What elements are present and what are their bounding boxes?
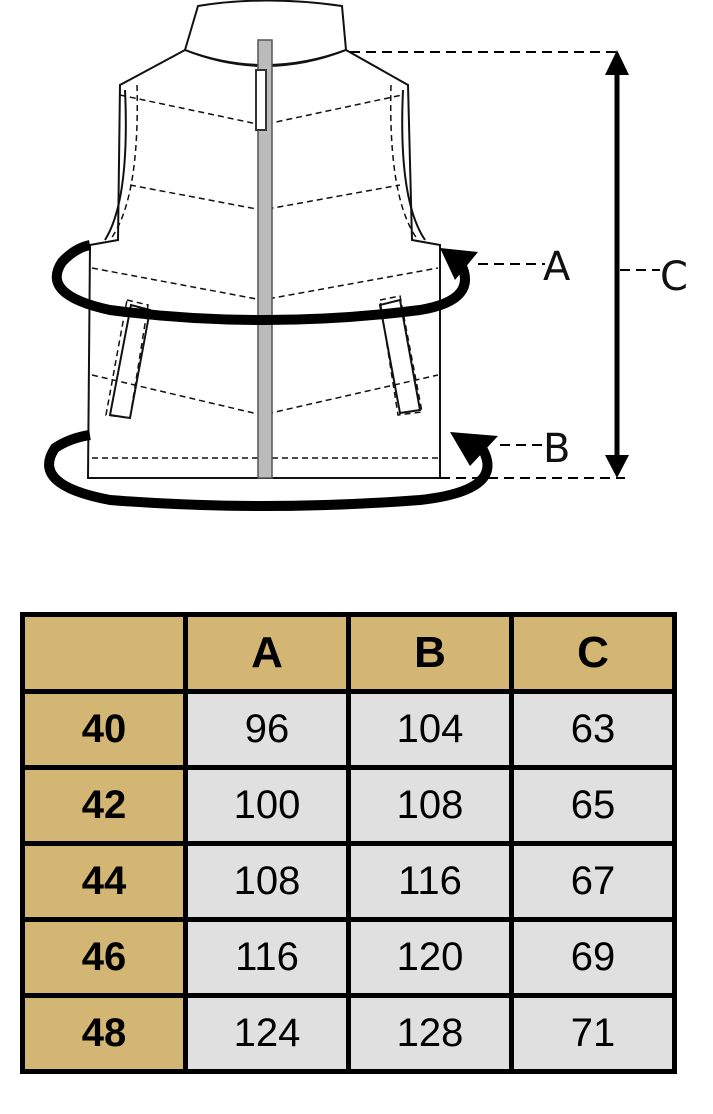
vest-illustration	[86, 0, 441, 479]
size-chart-table: A B C 40 96 104 63 42 100 108 65 44 108 …	[20, 612, 677, 1074]
hem-loop-b	[44, 430, 493, 511]
c-cell: 71	[509, 993, 677, 1074]
table-row: 40 96 104 63	[20, 689, 677, 770]
header-a: A	[183, 612, 351, 694]
zipper-pull	[255, 69, 267, 131]
c-cell: 67	[509, 841, 677, 922]
size-cell: 44	[20, 841, 188, 922]
vest-measurement-diagram: A B C	[44, 0, 688, 511]
measurement-arrows	[44, 50, 660, 511]
c-cell: 69	[509, 917, 677, 998]
b-cell: 128	[346, 993, 514, 1074]
header-size	[20, 612, 188, 694]
zipper	[257, 39, 273, 479]
label-a: A	[543, 244, 571, 290]
chest-loop-a	[51, 240, 470, 325]
a-cell: 124	[183, 993, 351, 1074]
size-cell: 40	[20, 689, 188, 770]
a-cell: 96	[183, 689, 351, 770]
table-row: 48 124 128 71	[20, 993, 677, 1074]
size-cell: 46	[20, 917, 188, 998]
b-cell: 120	[346, 917, 514, 998]
size-cell: 42	[20, 765, 188, 846]
label-c: C	[660, 254, 688, 300]
b-cell: 104	[346, 689, 514, 770]
header-b: B	[346, 612, 514, 694]
size-cell: 48	[20, 993, 188, 1074]
table-row: 46 116 120 69	[20, 917, 677, 998]
c-cell: 65	[509, 765, 677, 846]
b-cell: 108	[346, 765, 514, 846]
label-b: B	[543, 426, 570, 472]
c-cell: 63	[509, 689, 677, 770]
a-cell: 116	[183, 917, 351, 998]
table-row: 44 108 116 67	[20, 841, 677, 922]
a-cell: 100	[183, 765, 351, 846]
header-c: C	[509, 612, 677, 694]
table-row: 42 100 108 65	[20, 765, 677, 846]
table-header-row: A B C	[20, 612, 677, 694]
b-cell: 116	[346, 841, 514, 922]
a-cell: 108	[183, 841, 351, 922]
